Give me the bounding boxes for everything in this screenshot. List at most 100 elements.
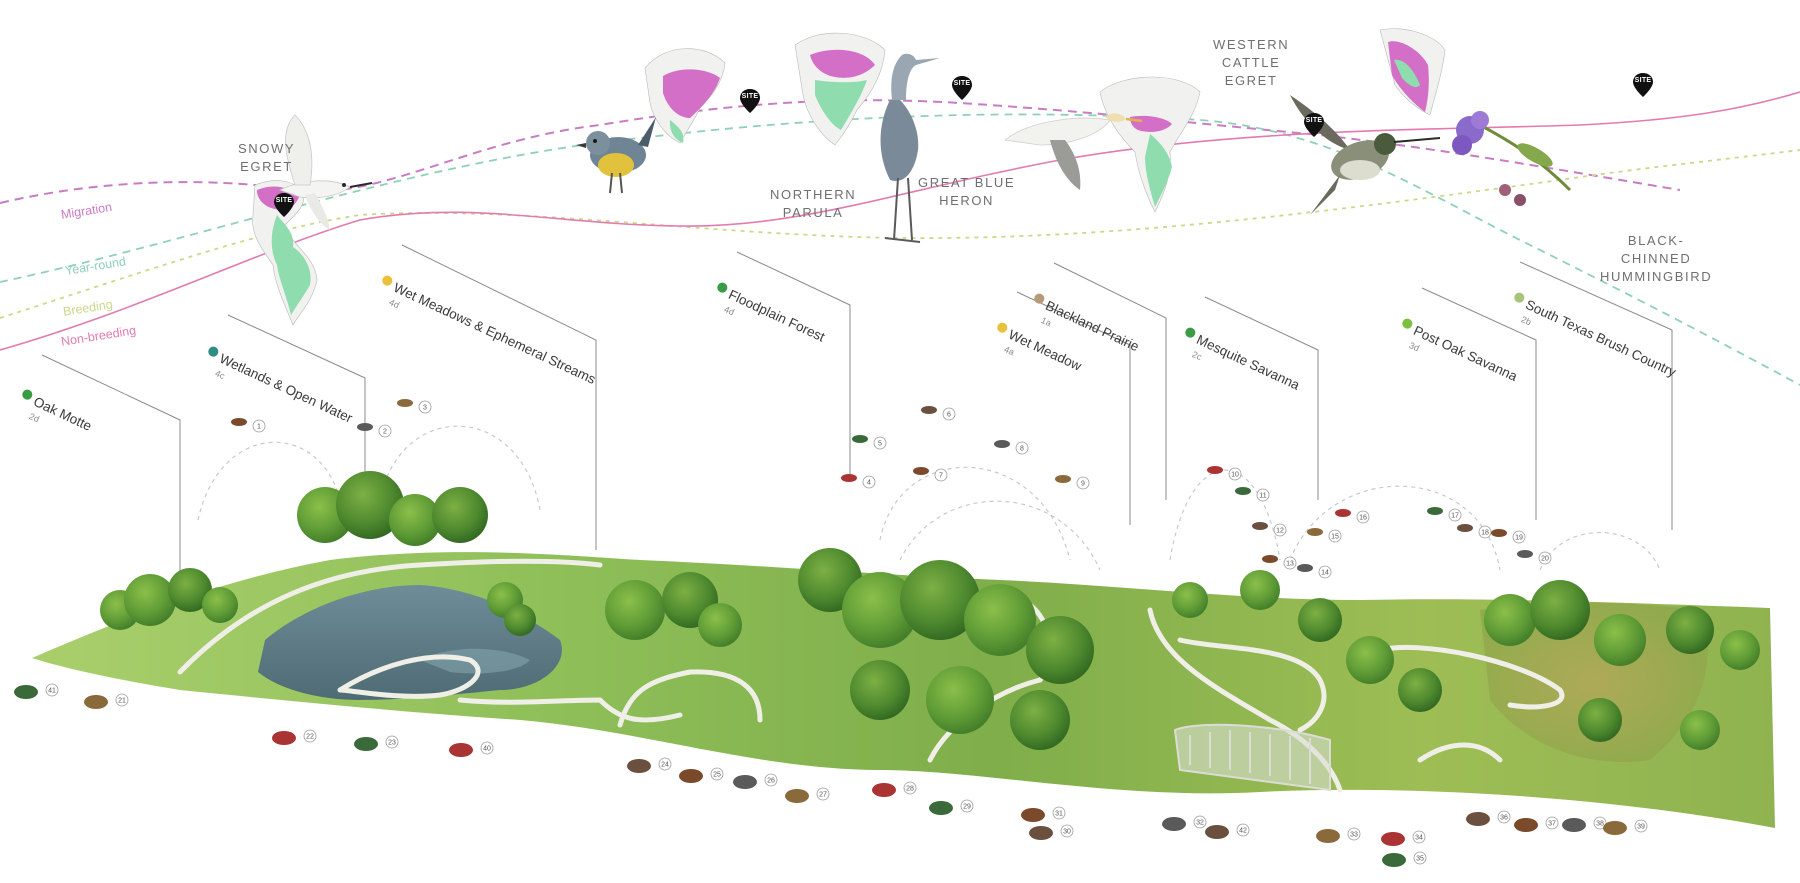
species-number-circle xyxy=(1060,824,1074,838)
species-number-circle xyxy=(934,468,948,482)
species-number: 33 xyxy=(1350,832,1358,839)
range-map-western-cattle-egret xyxy=(1099,76,1201,213)
species-marker: 25 xyxy=(679,767,724,783)
species-marker: 28 xyxy=(872,781,917,797)
species-number: 9 xyxy=(1081,481,1085,488)
species-number-circle xyxy=(658,757,672,771)
species-number: 29 xyxy=(963,804,971,811)
species-number-circle xyxy=(1236,823,1250,837)
site-pin-label: SITE xyxy=(275,197,293,204)
species-number-circle xyxy=(1413,851,1427,865)
species-silhouette xyxy=(929,801,953,815)
species-number-circle xyxy=(873,436,887,450)
species-number-circle xyxy=(1497,810,1511,824)
species-silhouette xyxy=(1235,487,1251,495)
non-breeding-curve xyxy=(0,91,1800,351)
species-number-circle xyxy=(1193,815,1207,829)
species-marker: 11 xyxy=(1235,487,1270,502)
species-number: 37 xyxy=(1548,821,1556,828)
species-number-circle xyxy=(1593,816,1607,830)
species-marker: 12 xyxy=(1252,522,1287,537)
species-number-circle xyxy=(1228,467,1242,481)
species-number: 32 xyxy=(1196,820,1204,827)
species-silhouette xyxy=(1382,853,1406,867)
species-number-circle xyxy=(1538,551,1552,565)
site-pin-label: SITE xyxy=(1634,77,1652,84)
species-marker: 20 xyxy=(1517,550,1552,565)
species-silhouette xyxy=(1335,509,1351,517)
species-marker: 32 xyxy=(1162,815,1207,831)
species-number: 13 xyxy=(1286,561,1294,568)
species-number-circle xyxy=(1356,510,1370,524)
species-silhouette xyxy=(1162,817,1186,831)
map-pin-icon xyxy=(274,193,294,217)
species-marker: 31 xyxy=(1021,806,1066,822)
species-silhouette xyxy=(1381,832,1405,846)
species-number-circle xyxy=(378,424,392,438)
species-number: 30 xyxy=(1063,829,1071,836)
species-silhouette xyxy=(1262,555,1278,563)
species-number-circle xyxy=(385,735,399,749)
range-map-northern-parula xyxy=(644,48,726,144)
species-number: 15 xyxy=(1331,534,1339,541)
trees xyxy=(100,471,1760,750)
species-number-circle xyxy=(1634,819,1648,833)
species-silhouette xyxy=(14,685,38,699)
species-number-circle xyxy=(1076,476,1090,490)
species-number: 16 xyxy=(1359,515,1367,522)
species-silhouette xyxy=(1427,507,1443,515)
species-silhouette xyxy=(231,418,247,426)
species-marker: 2 xyxy=(357,423,392,438)
species-marker: 38 xyxy=(1562,816,1607,832)
species-marker: 8 xyxy=(994,440,1029,455)
species-silhouette xyxy=(84,695,108,709)
species-silhouette xyxy=(1297,564,1313,572)
range-map-black-chinned-hummingbird xyxy=(1379,28,1446,116)
species-silhouette xyxy=(397,399,413,407)
site-pin-western-cattle-egret: SITE xyxy=(1303,112,1325,138)
species-silhouette xyxy=(921,406,937,414)
species-number-circle xyxy=(816,787,830,801)
species-number: 24 xyxy=(661,762,669,769)
species-silhouette xyxy=(1517,550,1533,558)
species-silhouette xyxy=(1205,825,1229,839)
species-marker: 4 xyxy=(841,474,876,489)
zone-pointer-lines xyxy=(41,244,1673,575)
site-pin-great-blue-heron: SITE xyxy=(951,75,973,101)
site-pin-label: SITE xyxy=(1305,117,1323,124)
species-number: 1 xyxy=(257,424,261,431)
site-pin-black-chinned-hummingbird: SITE xyxy=(1632,72,1654,98)
species-number: 35 xyxy=(1416,856,1424,863)
species-marker: 1 xyxy=(231,418,266,433)
species-number-circle xyxy=(1015,441,1029,455)
species-number-circle xyxy=(480,741,494,755)
map-pin-icon xyxy=(1304,113,1324,137)
species-marker: 29 xyxy=(929,799,974,815)
flower-illustration xyxy=(1452,111,1572,206)
species-number-circle xyxy=(418,400,432,414)
species-silhouette xyxy=(733,775,757,789)
species-number: 6 xyxy=(947,412,951,419)
species-marker: 26 xyxy=(733,773,778,789)
species-marker: 18 xyxy=(1457,524,1492,539)
species-silhouette xyxy=(1491,529,1507,537)
species-marker: 30 xyxy=(1029,824,1074,840)
species-number-circle xyxy=(710,767,724,781)
species-number-circle xyxy=(1318,565,1332,579)
species-silhouette xyxy=(994,440,1010,448)
species-number: 26 xyxy=(767,778,775,785)
species-marker: 17 xyxy=(1427,507,1462,522)
species-number-circle xyxy=(303,729,317,743)
year-round-curve xyxy=(0,113,1800,386)
species-number: 5 xyxy=(878,441,882,448)
species-number-circle xyxy=(115,693,129,707)
species-silhouette xyxy=(354,737,378,751)
species-silhouette xyxy=(1055,475,1071,483)
species-marker: 13 xyxy=(1262,555,1297,570)
snowy-egret-illustration xyxy=(278,114,373,230)
species-number: 12 xyxy=(1276,528,1284,535)
